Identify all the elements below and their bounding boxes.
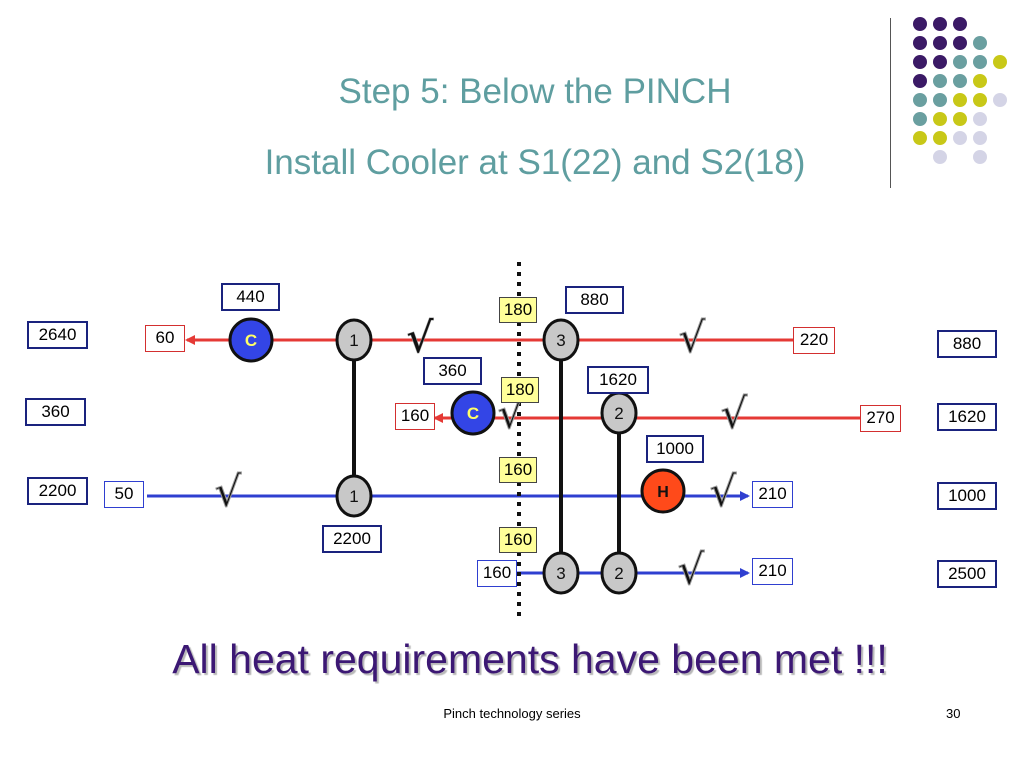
hot-1-supply-temp: 220 bbox=[793, 327, 835, 354]
hot-2-supply-temp: 270 bbox=[860, 405, 901, 432]
heater-duty: 1000 bbox=[646, 435, 704, 463]
decorative-dot bbox=[913, 74, 927, 88]
hot-1-target-temp: 60 bbox=[145, 325, 185, 352]
pinch-temp-label: 180 bbox=[499, 297, 537, 323]
decorative-dot bbox=[973, 150, 987, 164]
match-1-hot-node bbox=[335, 318, 373, 362]
decorative-dot bbox=[973, 112, 987, 126]
cold-1-target-temp: 210 bbox=[752, 481, 793, 508]
decorative-dot bbox=[953, 36, 967, 50]
match-3-duty: 880 bbox=[565, 286, 624, 314]
title-divider bbox=[890, 18, 891, 188]
decorative-dot bbox=[973, 93, 987, 107]
cooler-1-duty: 440 bbox=[221, 283, 280, 311]
check-mark-icon: √ bbox=[679, 313, 706, 362]
left-load-hot-1: 2640 bbox=[27, 321, 88, 349]
decorative-dot bbox=[993, 55, 1007, 69]
match-3-cold-node bbox=[542, 551, 580, 595]
cold-2-target-temp: 210 bbox=[752, 558, 793, 585]
decorative-dot bbox=[953, 131, 967, 145]
conclusion-banner: All heat requirements have been met !!! bbox=[172, 636, 888, 682]
match-3-hot-node bbox=[542, 318, 580, 362]
match-2-duty: 1620 bbox=[587, 366, 649, 394]
decorative-dot bbox=[973, 74, 987, 88]
decorative-dot bbox=[913, 93, 927, 107]
decorative-dot bbox=[913, 55, 927, 69]
decorative-dot bbox=[933, 93, 947, 107]
cold-1-supply-temp: 50 bbox=[104, 481, 144, 508]
decorative-dot bbox=[953, 112, 967, 126]
decorative-dot bbox=[933, 74, 947, 88]
decorative-dot bbox=[933, 150, 947, 164]
decorative-dot bbox=[973, 55, 987, 69]
page-number: 30 bbox=[946, 706, 961, 721]
right-load-cold-1: 1000 bbox=[937, 482, 997, 510]
cooler-2-duty: 360 bbox=[423, 357, 482, 385]
cooler-1-label: C bbox=[245, 331, 257, 350]
slide-subtitle: Install Cooler at S1(22) and S2(18) bbox=[264, 143, 806, 182]
match-3-hot-label: 3 bbox=[556, 331, 565, 350]
decorative-dot bbox=[913, 36, 927, 50]
left-load-hot-2: 360 bbox=[25, 398, 86, 426]
match-2-cold-node bbox=[600, 551, 638, 595]
match-1-duty: 2200 bbox=[322, 525, 382, 553]
pinch-temp-label: 160 bbox=[499, 527, 537, 553]
decorative-dot bbox=[933, 55, 947, 69]
check-mark-icon: √ bbox=[407, 313, 434, 362]
match-2-hot-label: 2 bbox=[614, 404, 623, 423]
decorative-dot bbox=[933, 131, 947, 145]
decorative-dot bbox=[953, 55, 967, 69]
check-mark-icon: √ bbox=[721, 389, 748, 438]
pinch-temp-label: 160 bbox=[499, 457, 537, 483]
right-load-hot-1: 880 bbox=[937, 330, 997, 358]
heater-label: H bbox=[657, 484, 669, 501]
match-2-cold-label: 2 bbox=[614, 564, 623, 583]
right-load-hot-2: 1620 bbox=[937, 403, 997, 431]
left-load-cold-1: 2200 bbox=[27, 477, 88, 505]
cooler-2-label: C bbox=[467, 404, 479, 423]
decorative-dot bbox=[933, 17, 947, 31]
check-mark-icon: √ bbox=[678, 545, 705, 594]
slide-title: Step 5: Below the PINCH bbox=[338, 72, 732, 111]
heater-unit bbox=[640, 468, 686, 514]
check-mark-icon: √ bbox=[215, 467, 242, 516]
pinch-temp-label: 180 bbox=[501, 377, 539, 403]
decorative-dot bbox=[953, 74, 967, 88]
cooler-2-unit bbox=[450, 390, 496, 436]
decorative-dot bbox=[933, 36, 947, 50]
check-mark-icon: √ bbox=[710, 467, 737, 516]
cold-2-supply-temp: 160 bbox=[477, 560, 517, 587]
match-1-cold-node bbox=[335, 474, 373, 518]
cooler-1-unit bbox=[228, 317, 274, 363]
match-3-cold-label: 3 bbox=[556, 564, 565, 583]
decorative-dot bbox=[993, 93, 1007, 107]
footer-text: Pinch technology series bbox=[443, 706, 581, 721]
decorative-dot bbox=[933, 112, 947, 126]
hot-2-target-temp: 160 bbox=[395, 403, 435, 430]
decorative-dot bbox=[913, 17, 927, 31]
match-1-hot-label: 1 bbox=[349, 331, 358, 350]
decorative-dot bbox=[973, 36, 987, 50]
decorative-dot bbox=[913, 112, 927, 126]
right-load-cold-2: 2500 bbox=[937, 560, 997, 588]
decorative-dot bbox=[973, 131, 987, 145]
decorative-dot bbox=[913, 131, 927, 145]
match-1-cold-label: 1 bbox=[349, 487, 358, 506]
decorative-dot bbox=[953, 93, 967, 107]
decorative-dot bbox=[953, 17, 967, 31]
